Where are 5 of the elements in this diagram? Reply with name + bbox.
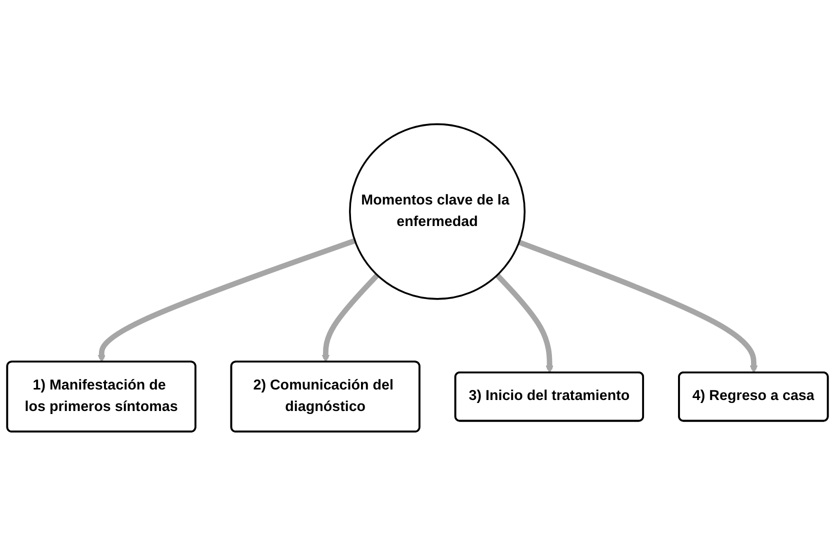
arrow <box>98 238 356 363</box>
node-circle: Momentos clave de la enfermedad <box>349 123 526 300</box>
arrow <box>518 240 758 374</box>
arrow <box>495 273 554 374</box>
arrow <box>322 273 380 363</box>
